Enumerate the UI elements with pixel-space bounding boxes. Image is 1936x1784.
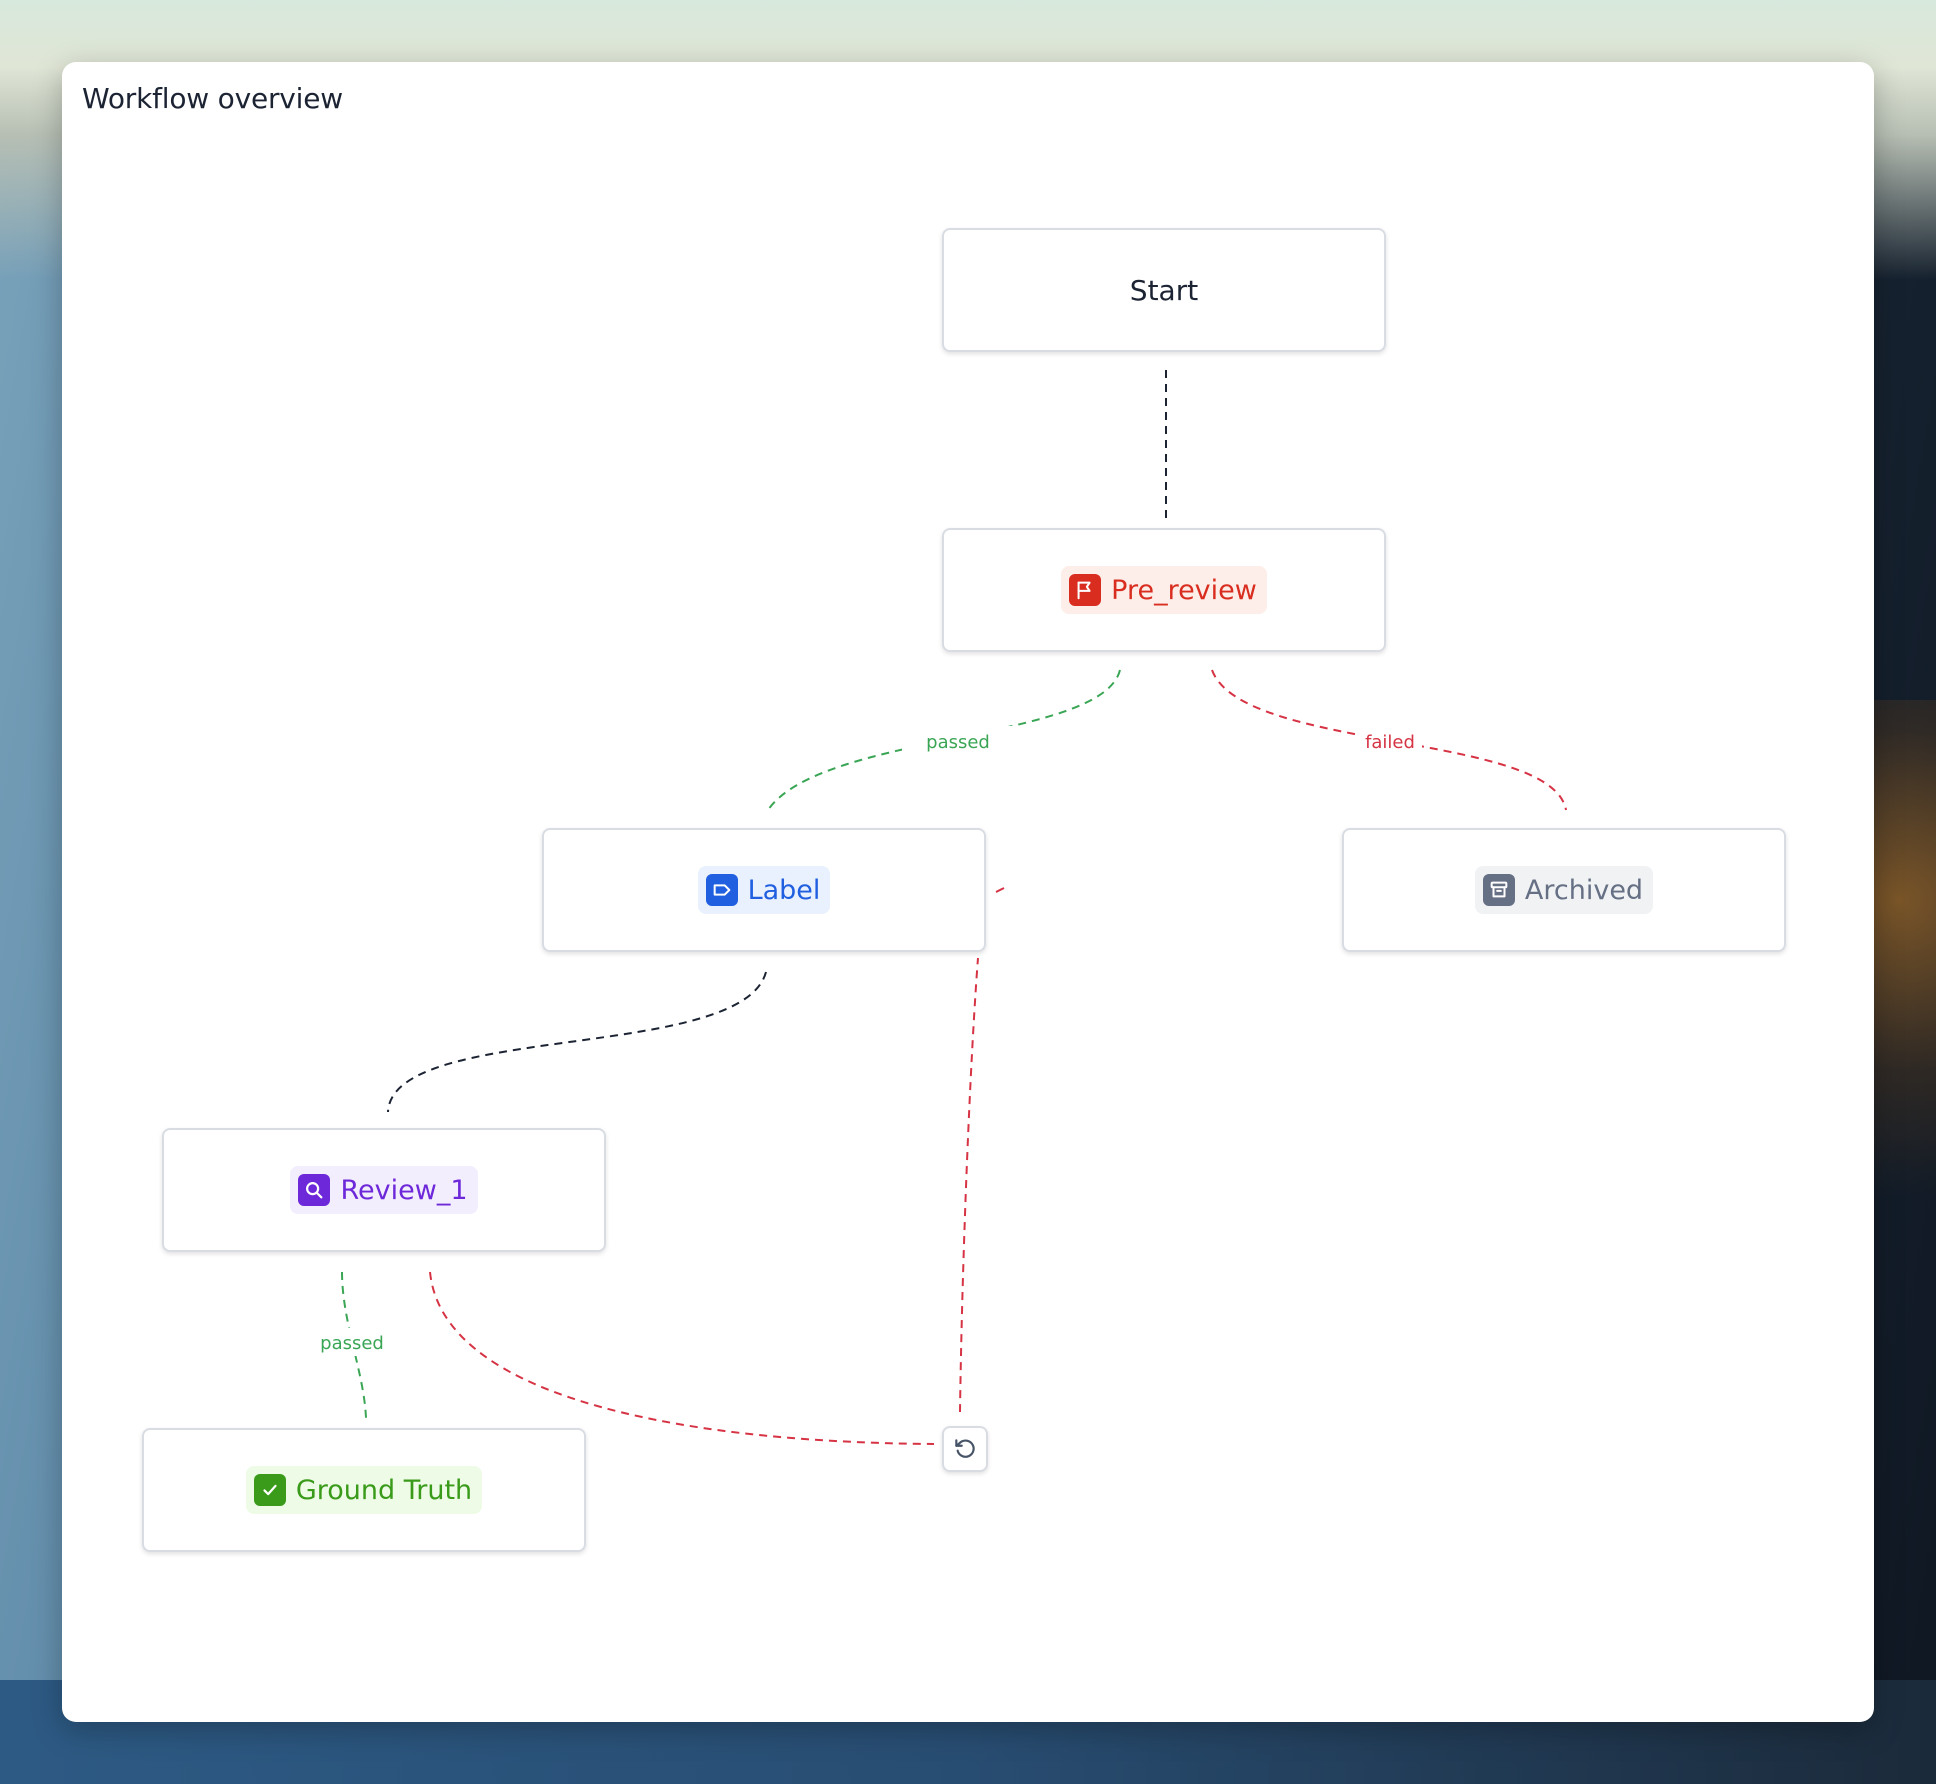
flag-icon: [1069, 574, 1102, 606]
search-icon: [298, 1174, 331, 1206]
edge-label-pre-review-failed: failed: [1365, 732, 1415, 753]
label-chip: Label: [697, 866, 831, 914]
tag-icon: [705, 874, 738, 906]
node-review-1-label: Review_1: [340, 1174, 468, 1206]
node-archived[interactable]: Archived: [1342, 828, 1786, 952]
edge-label-review-1: [387, 971, 767, 1113]
node-start-label: Start: [1129, 273, 1199, 307]
edge-label-side-stub: [995, 887, 1005, 893]
workflow-card: Workflow overview passed failed passed S…: [62, 62, 1874, 1722]
pre-review-chip: Pre_review: [1061, 566, 1267, 614]
node-pre-review-label: Pre_review: [1111, 574, 1257, 606]
edge-label-pre-review-passed: passed: [926, 732, 990, 753]
loop-undo-button[interactable]: [942, 1426, 988, 1472]
edge-loop-label: [959, 957, 979, 1413]
review-1-chip: Review_1: [290, 1166, 478, 1214]
archived-chip: Archived: [1474, 866, 1654, 914]
archive-icon: [1482, 874, 1515, 906]
node-archived-label: Archived: [1524, 874, 1644, 906]
node-label[interactable]: Label: [542, 828, 986, 952]
node-label-label: Label: [747, 874, 821, 906]
node-ground-truth[interactable]: Ground Truth: [142, 1428, 586, 1552]
edges-layer: passed failed passed: [310, 370, 1567, 1445]
ground-truth-chip: Ground Truth: [245, 1466, 483, 1514]
node-review-1[interactable]: Review_1: [162, 1128, 606, 1252]
edge-label-review-1-passed: passed: [320, 1333, 384, 1354]
edge-review-1-loop: [429, 1271, 935, 1445]
undo-icon: [955, 1439, 975, 1458]
node-start[interactable]: Start: [942, 228, 1386, 352]
node-ground-truth-label: Ground Truth: [295, 1474, 473, 1506]
check-icon: [253, 1474, 286, 1506]
card-title: Workflow overview: [82, 82, 343, 115]
node-pre-review[interactable]: Pre_review: [942, 528, 1386, 652]
